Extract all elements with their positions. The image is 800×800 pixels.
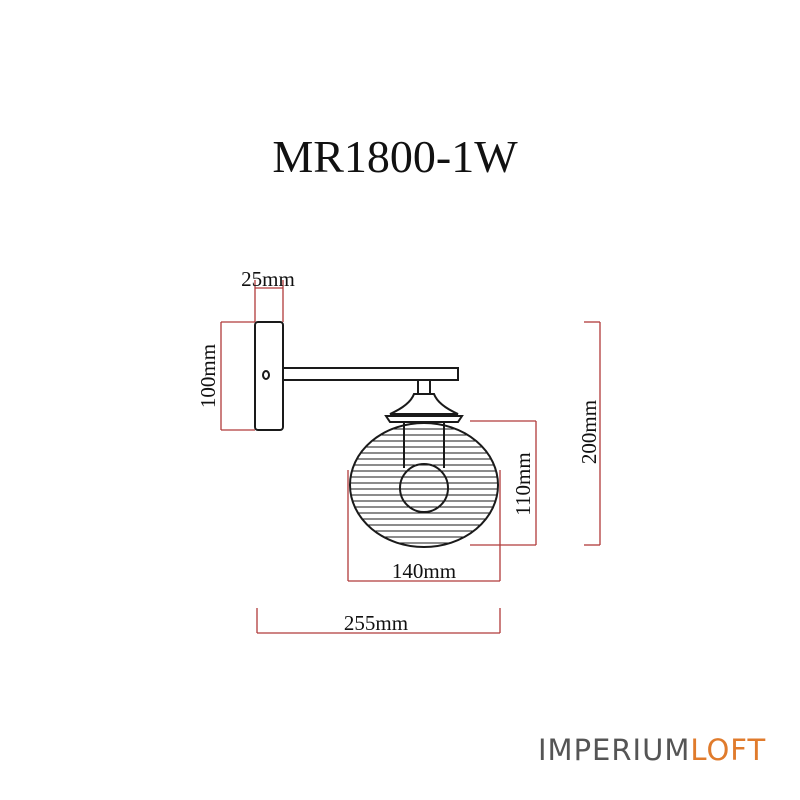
dimension-bracket-depth [254,280,284,322]
dimension-total-height [584,321,601,546]
dimension-total-width [256,608,501,634]
ribbed-glass-shade [349,422,499,548]
label-total-height: 200mm [577,400,601,464]
brand-logo: IMPERIUMLOFT [538,733,766,767]
dimension-shade-height [470,420,537,546]
brand-name-part2: LOFT [690,733,767,767]
label-total-width: 255mm [344,611,408,635]
label-backplate-height: 100mm [196,344,220,408]
label-shade-width: 140mm [392,559,456,583]
label-bracket-depth: 25mm [241,267,295,291]
model-title: MR1800-1W [272,131,518,182]
shade-holder-cup [389,393,459,415]
dimension-backplate-height [220,321,255,431]
lamp-outline [254,321,499,548]
mount-screw-hole [262,370,270,380]
label-shade-height: 110mm [511,452,535,515]
brand-name-part1: IMPERIUM [538,733,691,767]
light-bulb [399,463,449,513]
dimension-shade-width [347,470,501,582]
lamp-arm [282,367,459,381]
